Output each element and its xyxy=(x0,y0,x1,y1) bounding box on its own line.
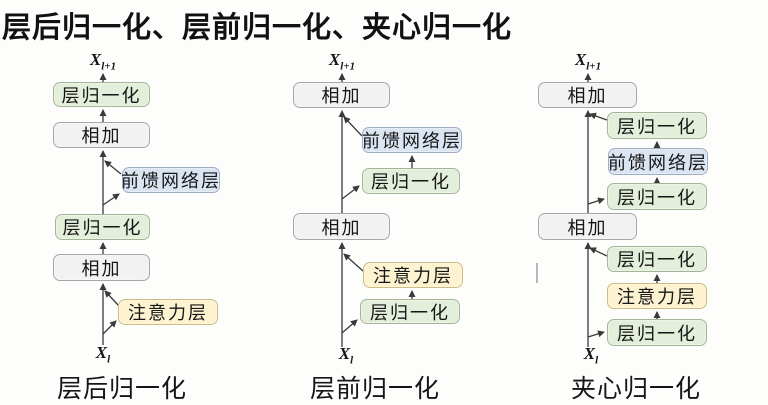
x-base: X xyxy=(89,50,102,69)
sandwich-layernorm-attn-post-box: 层归一化 xyxy=(607,246,707,272)
pre-ln-layernorm-attn-box: 层归一化 xyxy=(360,299,460,324)
pre-ln-input-label: Xl xyxy=(316,344,376,367)
wire xyxy=(341,185,360,200)
wire xyxy=(104,290,120,307)
caption-post-ln: 层后归一化 xyxy=(56,376,187,403)
pre-ln-layernorm-ffn-box: 层归一化 xyxy=(362,168,460,194)
x-subscript: l xyxy=(595,354,599,367)
x-subscript: l+1 xyxy=(340,60,356,73)
pre-ln-add-mid-box: 相加 xyxy=(293,213,390,240)
post-ln-attention-box: 注意力层 xyxy=(118,299,218,325)
caption-sandwich-ln: 夹心归一化 xyxy=(570,376,701,403)
caption-pre-ln: 层前归一化 xyxy=(309,376,440,403)
wire xyxy=(589,112,608,121)
x-subscript: l xyxy=(107,353,111,366)
sandwich-add-top-box: 相加 xyxy=(538,82,637,108)
wire xyxy=(589,247,608,257)
x-subscript: l+1 xyxy=(101,60,117,73)
sandwich-add-mid-box: 相加 xyxy=(538,213,637,240)
pre-ln-wires xyxy=(338,73,416,347)
x-subscript: l xyxy=(350,354,354,367)
post-ln-add-bottom-box: 相加 xyxy=(53,254,150,281)
post-ln-add-top-box: 相加 xyxy=(53,122,150,148)
post-ln-output-label: Xl+1 xyxy=(73,50,133,73)
wire xyxy=(587,197,605,205)
sandwich-ln-input-label: Xl xyxy=(561,344,621,367)
pre-ln-attention-box: 注意力层 xyxy=(363,262,463,288)
pre-ln-ffn-box: 前馈网络层 xyxy=(362,127,462,153)
x-base: X xyxy=(328,50,341,69)
wire xyxy=(104,160,122,175)
x-subscript: l+1 xyxy=(586,60,602,73)
x-base: X xyxy=(95,343,108,362)
wire xyxy=(587,330,605,338)
sandwich-attention-box: 注意力层 xyxy=(607,283,707,309)
sandwich-layernorm-ffn-post-box: 层归一化 xyxy=(607,112,707,139)
x-base: X xyxy=(338,344,351,363)
page-title: 层后归一化、层前归一化、夹心归一化 xyxy=(2,12,513,44)
sandwich-layernorm-ffn-pre-box: 层归一化 xyxy=(607,183,707,210)
x-base: X xyxy=(583,344,596,363)
post-ln-ffn-box: 前馈网络层 xyxy=(121,167,220,193)
post-ln-layernorm-mid-box: 层归一化 xyxy=(55,214,150,240)
wire xyxy=(343,253,364,272)
sandwich-layernorm-attn-pre-box: 层归一化 xyxy=(607,319,707,346)
wire xyxy=(341,319,358,334)
wire xyxy=(343,116,363,137)
post-ln-layernorm-top-box: 层归一化 xyxy=(53,82,150,107)
wire xyxy=(102,193,120,206)
post-ln-wires xyxy=(99,73,122,345)
pre-ln-output-label: Xl+1 xyxy=(312,50,372,73)
post-ln-input-label: Xl xyxy=(73,343,133,366)
sandwich-ffn-box: 前馈网络层 xyxy=(608,148,708,175)
pre-ln-add-top-box: 相加 xyxy=(293,82,390,108)
sandwich-ln-output-label: Xl+1 xyxy=(558,50,618,73)
wire xyxy=(102,320,117,335)
sandwich-ln-wires xyxy=(536,73,661,347)
x-base: X xyxy=(574,50,587,69)
